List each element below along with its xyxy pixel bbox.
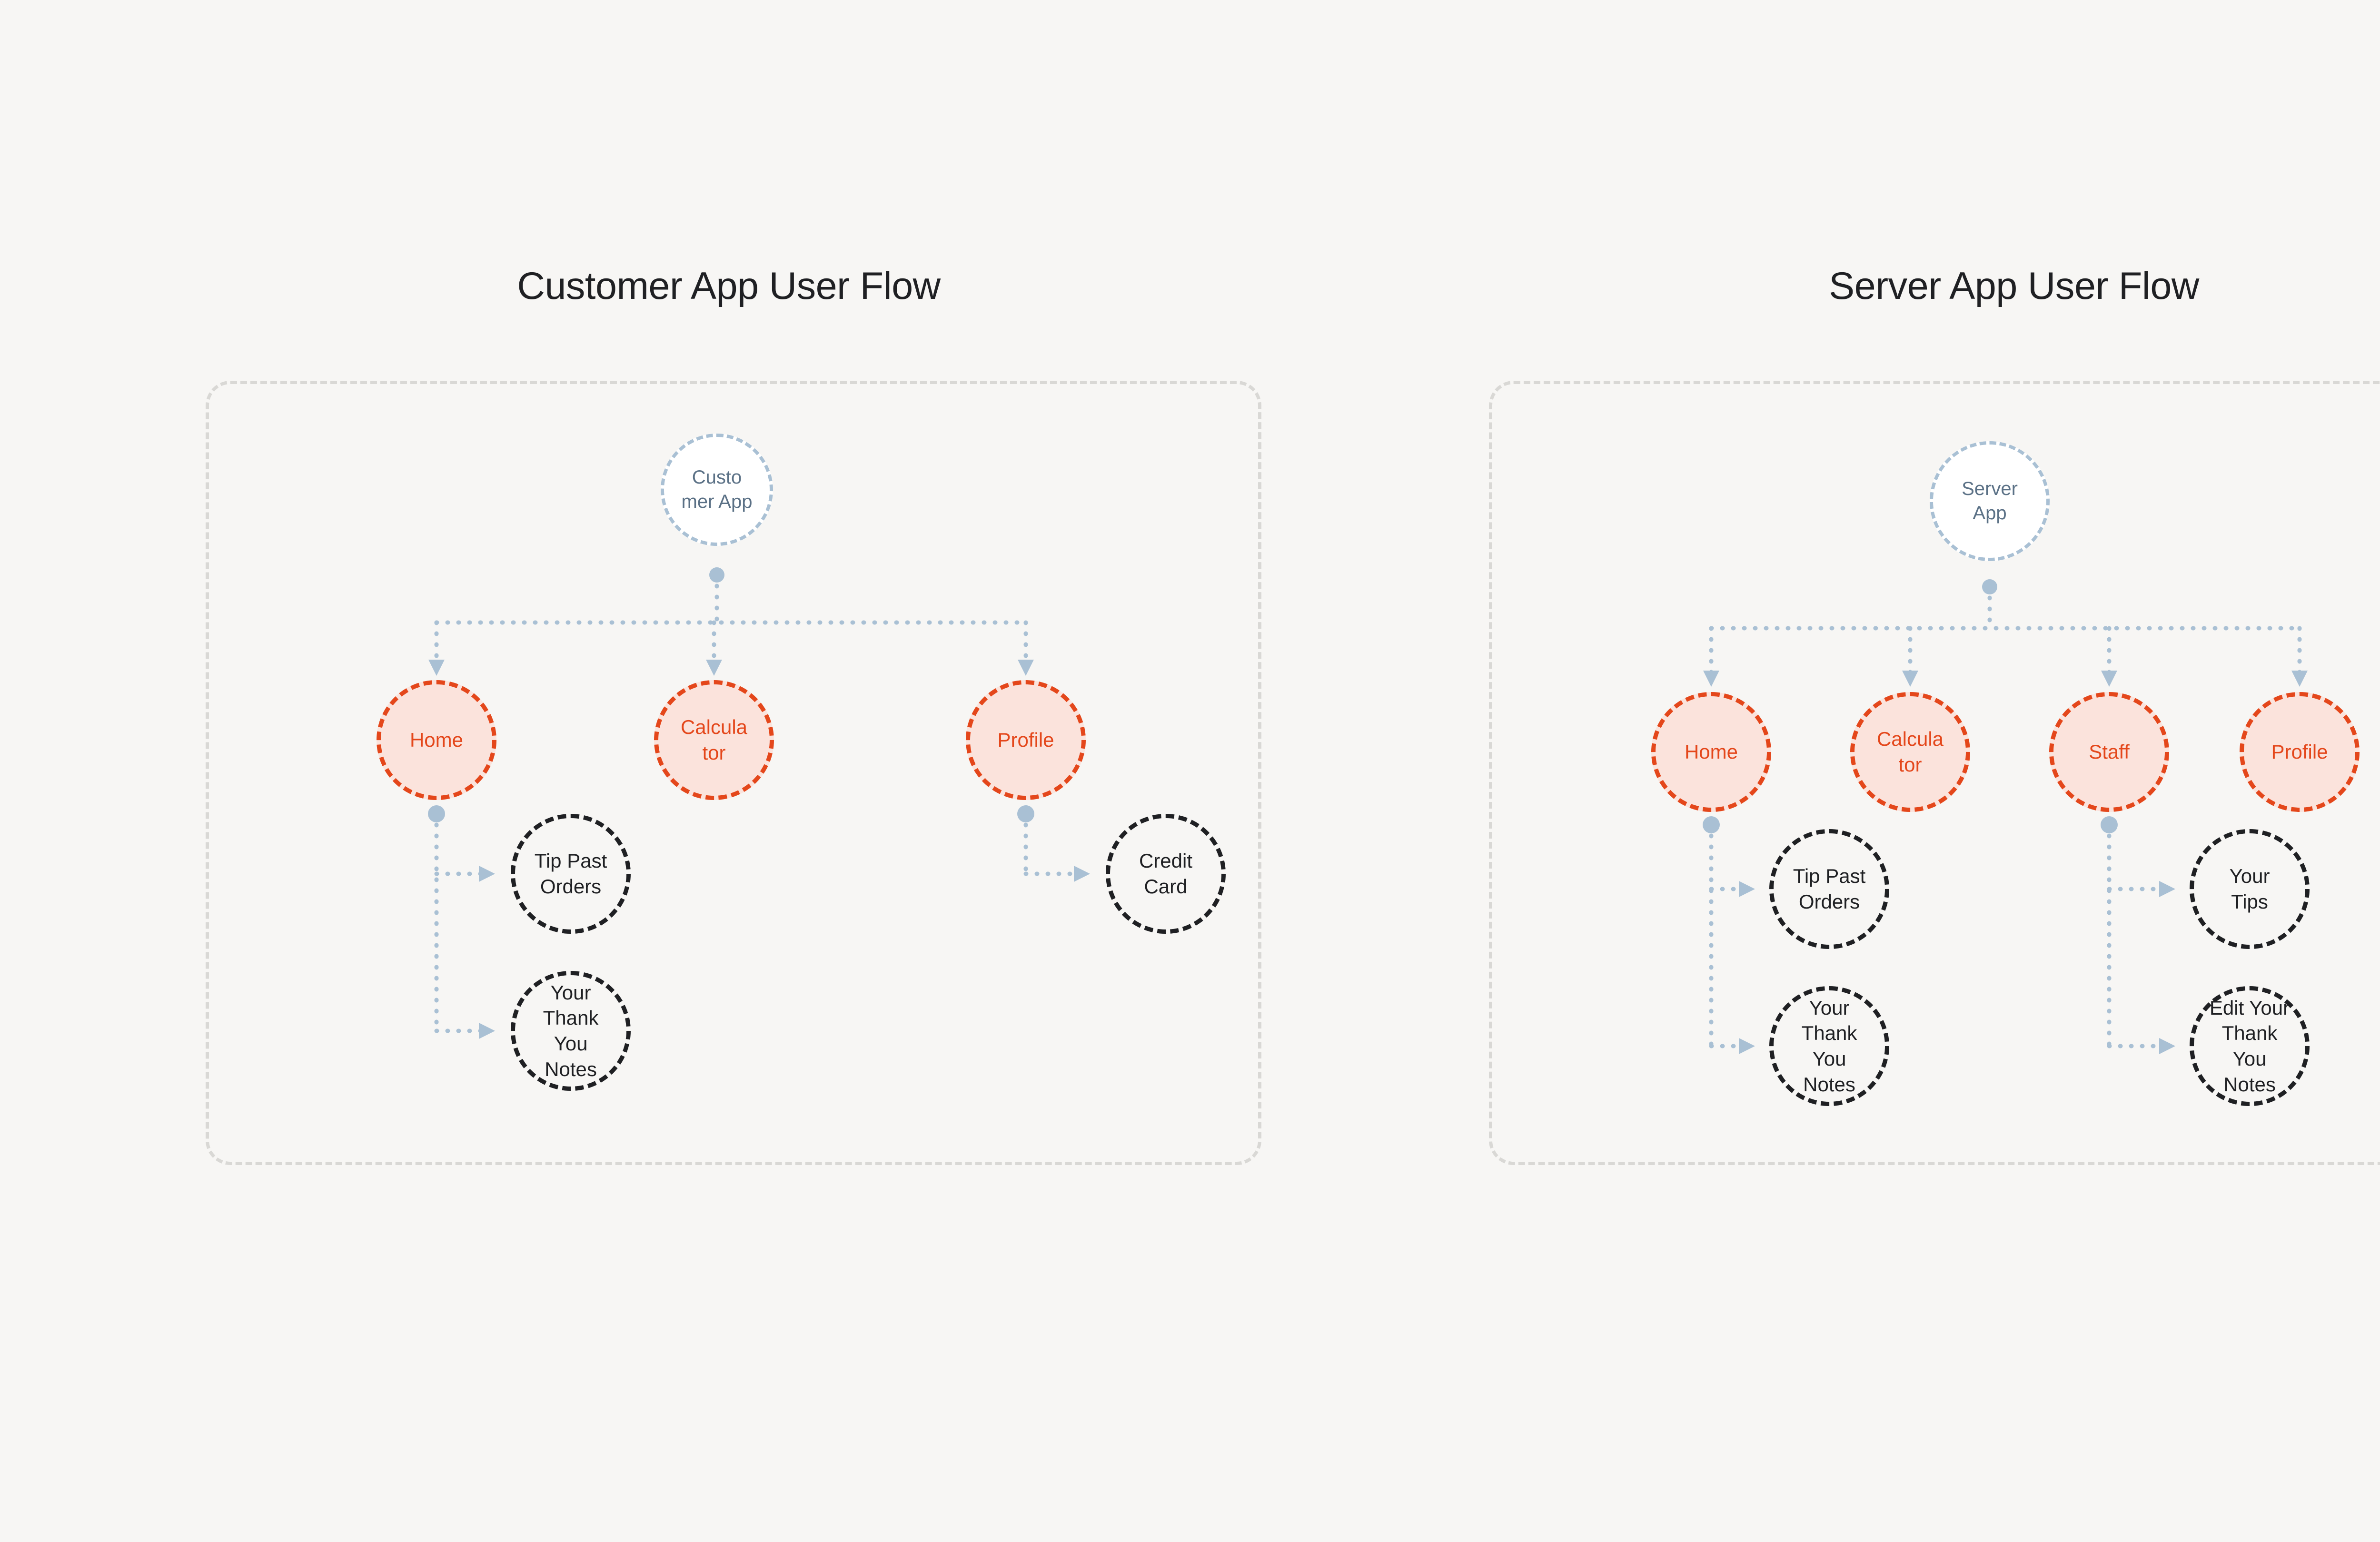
flow-node-label: Staff xyxy=(2089,741,2130,763)
flow-panel-customer-app-flow xyxy=(206,381,1261,1165)
flow-node-label: Home xyxy=(1684,741,1738,763)
flow-node-label: Profile xyxy=(2271,741,2328,763)
flow-title-server-app-flow: Server App User Flow xyxy=(1829,265,2199,307)
flow-node-label: Home xyxy=(409,729,464,751)
flow-node-s-staff[interactable]: Staff xyxy=(2049,692,2169,812)
flow-node-s-home[interactable]: Home xyxy=(1651,692,1771,812)
flow-node-s-profile[interactable]: Profile xyxy=(2240,692,2360,812)
flow-title-customer-app-flow: Customer App User Flow xyxy=(517,265,941,307)
flow-panel-server-app-flow xyxy=(1489,381,2380,1165)
flow-node-label: Profile xyxy=(997,729,1054,751)
flow-node-profile[interactable]: Profile xyxy=(966,680,1086,800)
flow-node-home[interactable]: Home xyxy=(377,680,496,800)
